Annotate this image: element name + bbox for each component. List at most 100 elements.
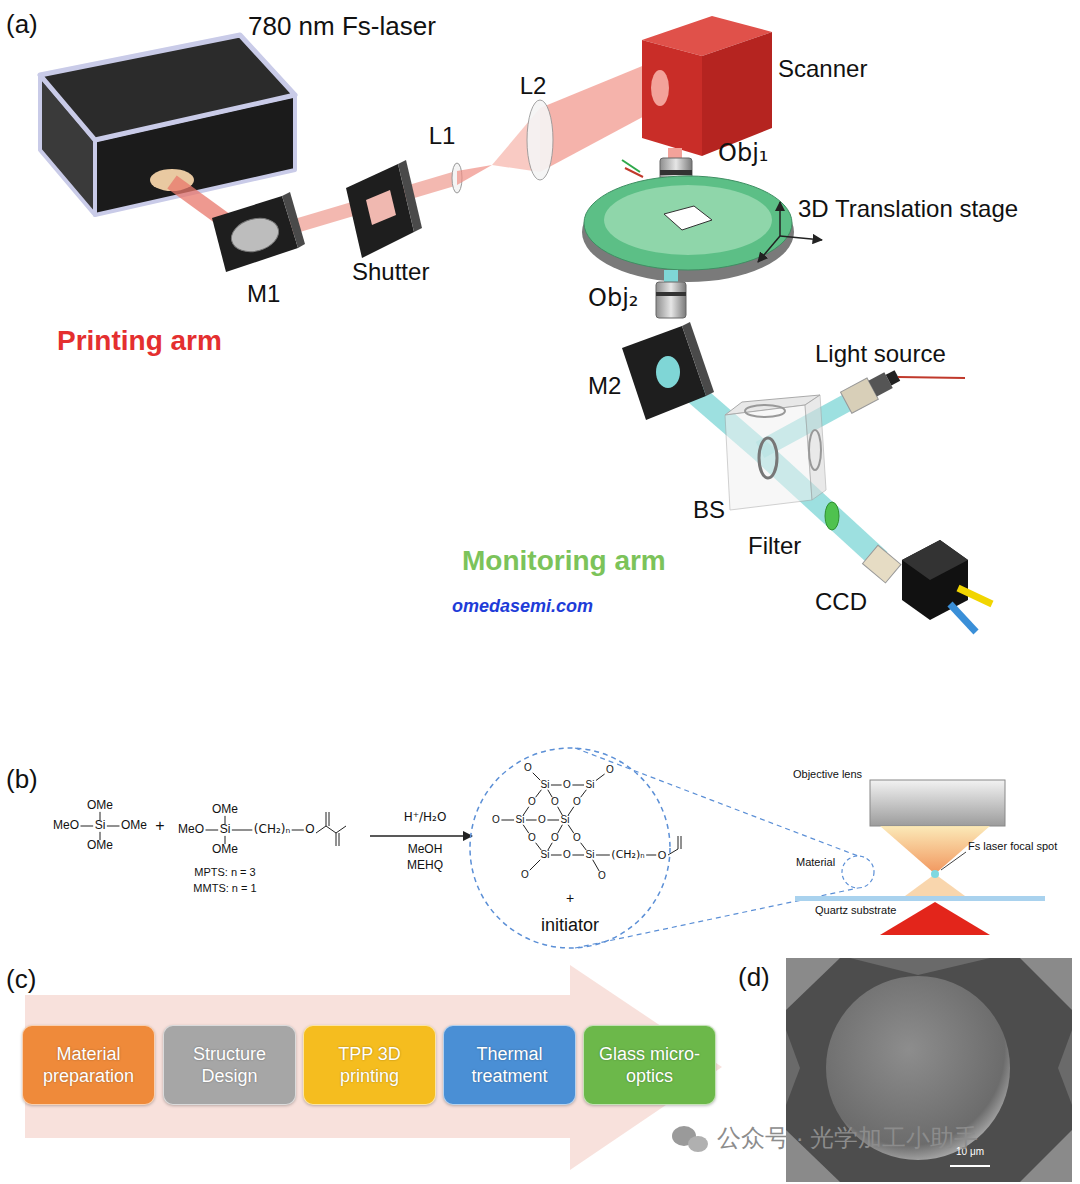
label-text: L2 <box>520 72 547 100</box>
chemical-bond <box>596 855 610 856</box>
label-text: MPTS: n = 3 <box>194 866 255 879</box>
filter <box>825 502 839 530</box>
step-text: Material preparation <box>31 1043 146 1088</box>
highlight-label: Monitoring arm <box>462 545 666 577</box>
lens-l1 <box>452 108 540 193</box>
mirror-m1 <box>212 192 305 272</box>
chemical-bond <box>232 830 252 831</box>
label-text: Si <box>586 779 595 791</box>
process-box: Glass micro-optics <box>583 1025 716 1105</box>
chemical-bond <box>530 860 541 871</box>
label-text: CCD <box>815 588 867 616</box>
translation-stage-part <box>758 236 780 262</box>
label-text: O <box>573 832 581 844</box>
chemical-bond <box>81 826 94 827</box>
chemical-bond <box>536 843 542 851</box>
process-box: Thermal treatment <box>443 1025 576 1105</box>
label-text: Si <box>541 849 550 861</box>
scanner-part <box>702 32 772 156</box>
label-text: Shutter <box>352 258 429 286</box>
shutter-part <box>398 160 422 232</box>
chemical-bond <box>548 790 552 798</box>
translation-stage <box>582 176 822 282</box>
label-text: Si <box>220 823 231 837</box>
label-text: Si <box>516 814 525 826</box>
label-text: M1 <box>247 280 280 308</box>
label-text: MEHQ <box>407 859 443 873</box>
chemical-bond <box>581 843 587 851</box>
chemical-bond <box>551 855 562 856</box>
label-text: O <box>606 764 614 776</box>
chemical-bond <box>568 807 574 816</box>
printing-schematic-part <box>880 902 990 935</box>
label-text: O <box>573 796 581 808</box>
label-text: O <box>528 832 536 844</box>
step-text: TPP 3D printing <box>312 1043 427 1088</box>
chemical-bonds-part <box>681 836 682 849</box>
chemical-bonds-part <box>326 812 327 826</box>
label-text: MeO <box>178 823 204 837</box>
chemical-bond <box>581 790 587 798</box>
chemical-bond <box>526 820 537 821</box>
zoom-line <box>575 748 858 856</box>
ccd-camera-part <box>950 604 976 632</box>
reaction-arrow <box>370 835 472 837</box>
label-text: O <box>658 849 667 862</box>
laser-source-part <box>40 35 295 140</box>
label-text: Light source <box>815 340 946 368</box>
chemical-bond <box>568 825 574 834</box>
label-text: MeOH <box>408 843 443 857</box>
chemical-bond <box>501 820 514 821</box>
shutter <box>346 160 422 258</box>
translation-stage-part <box>604 185 772 255</box>
chemical-bond <box>547 820 559 821</box>
objective-lens <box>656 270 686 318</box>
sem-image-part <box>850 958 990 975</box>
process-box: Structure Design <box>163 1025 296 1105</box>
translation-stage-part <box>664 206 712 230</box>
chemical-bond <box>593 860 600 872</box>
label-text: O <box>563 779 571 791</box>
label-text: initiator <box>541 915 599 936</box>
mirror-m2 <box>622 322 714 420</box>
printing-schematic-part <box>842 856 874 888</box>
label-text: L1 <box>429 122 456 150</box>
chemical-bonds-part <box>678 836 679 849</box>
chemical-bond <box>572 785 584 786</box>
label-text: (c) <box>6 965 36 995</box>
mirror-m2-part <box>656 356 680 388</box>
lens-l1-part <box>457 165 492 185</box>
laser-beam <box>540 62 652 172</box>
label-text: OMe <box>212 803 238 817</box>
label-text: O <box>528 796 536 808</box>
chemical-bond <box>206 830 219 831</box>
label-text: 780 nm Fs-laser <box>248 12 436 42</box>
label-text: O <box>492 814 500 826</box>
label-text: Obj₂ <box>588 285 638 313</box>
label-text: OMe <box>87 799 113 813</box>
lens-l2 <box>527 100 553 180</box>
chemical-bond <box>523 825 529 834</box>
printing-schematic-part <box>870 780 1005 826</box>
chemical-bonds-part <box>339 833 340 846</box>
label-text: Scanner <box>778 55 867 83</box>
label-text: (b) <box>6 765 38 795</box>
ccd-camera-part <box>862 545 900 583</box>
chemical-bonds-part <box>329 812 330 826</box>
mirror-m1-part <box>282 192 305 248</box>
wechat-icon-part <box>688 1136 708 1152</box>
ccd-camera-part <box>958 588 992 604</box>
highlight-label: 公众号 · 光学加工小助手 <box>717 1124 978 1152</box>
beam-splitter-part <box>745 405 785 417</box>
scanner-part <box>651 70 669 106</box>
process-arrow <box>25 965 722 1170</box>
printing-schematic-part <box>931 870 939 878</box>
objective-lens-part <box>660 170 692 175</box>
mirror-m1-part <box>228 213 283 256</box>
label-text: Objective lens <box>793 768 862 781</box>
label-text: + <box>155 817 164 835</box>
ccd-camera-part-part <box>862 545 900 583</box>
light-source <box>841 365 965 413</box>
label-text: O <box>538 814 546 826</box>
label-text: BS <box>693 496 725 524</box>
